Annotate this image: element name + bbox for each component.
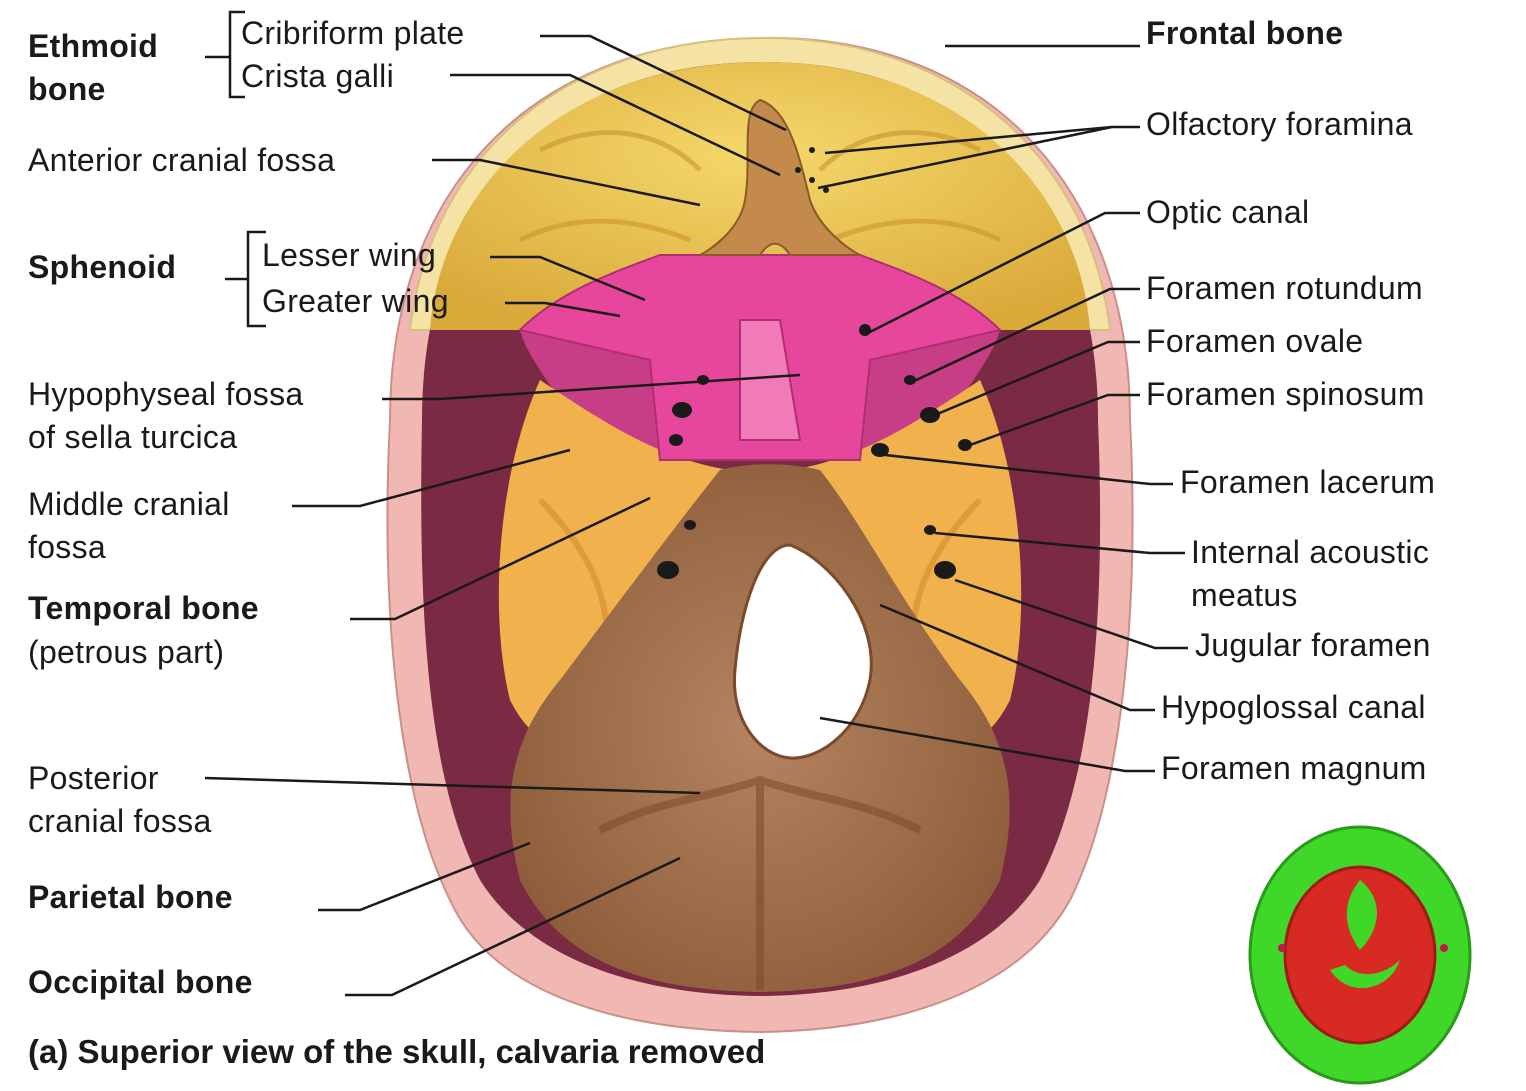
label-occipital-bone: Occipital bone: [28, 964, 253, 1000]
label-ethmoid-bone-1: Ethmoid: [28, 28, 159, 64]
label-cribriform-plate: Cribriform plate: [241, 15, 465, 51]
label-olfactory-foramina: Olfactory foramina: [1146, 106, 1413, 142]
label-foramen-ovale: Foramen ovale: [1146, 323, 1364, 359]
leader-lines: [204, 34, 1188, 997]
label-temporal-bone-sub: (petrous part): [28, 634, 225, 670]
ethmoid-bone: [699, 98, 861, 256]
label-foramen-magnum: Foramen magnum: [1161, 750, 1427, 786]
label-brackets: [205, 10, 266, 328]
label-temporal-bone: Temporal bone: [28, 590, 259, 626]
foramina-dots: [657, 147, 972, 579]
rx-foundation-logo: [1248, 825, 1472, 1085]
label-foramen-rotundum: Foramen rotundum: [1146, 270, 1423, 306]
label-hypophyseal-fossa-1: Hypophyseal fossa: [28, 376, 304, 412]
label-internal-acoustic-meatus-2: meatus: [1191, 577, 1298, 613]
label-crista-galli: Crista galli: [241, 58, 394, 94]
label-foramen-spinosum: Foramen spinosum: [1146, 376, 1425, 412]
label-frontal-bone: Frontal bone: [1146, 15, 1344, 51]
label-hypophyseal-fossa-2: of sella turcica: [28, 419, 238, 455]
label-hypoglossal-canal: Hypoglossal canal: [1161, 689, 1426, 725]
label-optic-canal: Optic canal: [1146, 194, 1310, 230]
label-middle-cranial-fossa-2: fossa: [28, 529, 106, 565]
label-sphenoid: Sphenoid: [28, 249, 177, 285]
label-lesser-wing: Lesser wing: [262, 237, 437, 273]
label-jugular-foramen: Jugular foramen: [1195, 627, 1431, 663]
label-posterior-cranial-fossa-1: Posterior: [28, 760, 159, 796]
label-anterior-cranial-fossa: Anterior cranial fossa: [28, 142, 336, 178]
label-parietal-bone: Parietal bone: [28, 879, 233, 915]
temporal-bone-left: [498, 380, 730, 742]
temporal-bone-right: [790, 380, 1022, 742]
label-foramen-lacerum: Foramen lacerum: [1180, 464, 1436, 500]
label-middle-cranial-fossa-1: Middle cranial: [28, 486, 230, 522]
label-internal-acoustic-meatus-1: Internal acoustic: [1191, 534, 1430, 570]
label-ethmoid-bone-2: bone: [28, 71, 106, 107]
label-posterior-cranial-fossa-2: cranial fossa: [28, 803, 212, 839]
label-greater-wing: Greater wing: [262, 283, 449, 319]
foramen-magnum-shape: [732, 543, 873, 760]
figure-caption: (a) Superior view of the skull, calvaria…: [28, 1033, 766, 1070]
